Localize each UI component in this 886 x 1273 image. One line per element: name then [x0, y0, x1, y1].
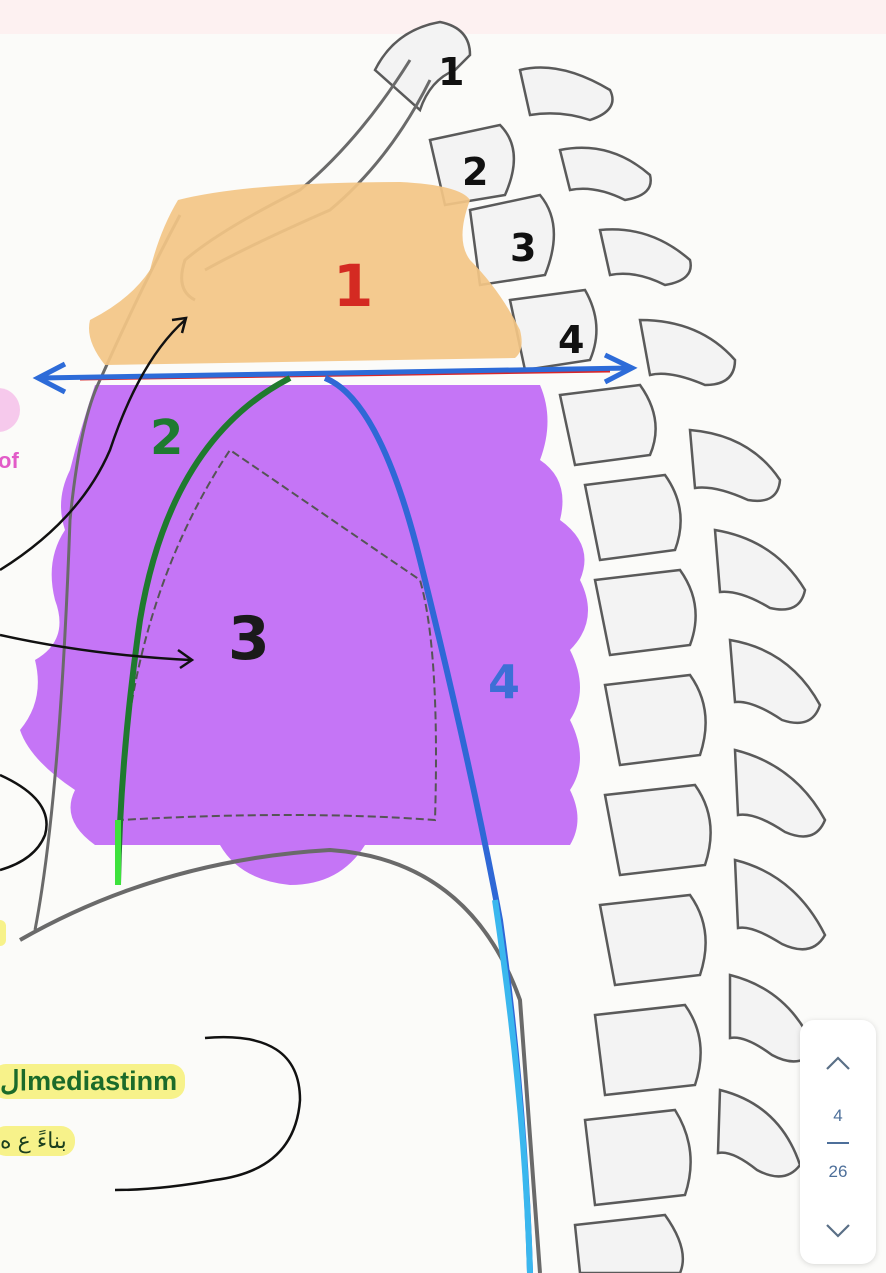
note-line-2: بناءً ع ه	[0, 1126, 75, 1156]
page-navigator: 4 26	[800, 1020, 876, 1264]
previous-page-button[interactable]	[800, 1038, 876, 1088]
pink-marker	[0, 388, 20, 432]
diaphragm	[20, 850, 540, 1273]
vertebra-label-1: 1	[438, 50, 464, 94]
vertebra-label-3: 3	[510, 226, 536, 270]
vertebra-label-4: 4	[558, 318, 584, 362]
superior-region	[89, 182, 522, 365]
current-page: 4	[800, 1106, 876, 1126]
region-label-middle: 3	[228, 604, 270, 674]
chevron-down-icon	[825, 1223, 851, 1239]
region-label-posterior: 4	[488, 655, 520, 709]
region-label-anterior: 2	[150, 410, 183, 466]
chevron-up-icon	[825, 1055, 851, 1071]
region-label-superior: 1	[333, 252, 373, 320]
partial-text-pink: of	[0, 448, 19, 474]
vertebra-label-2: 2	[462, 150, 488, 194]
page-divider	[827, 1142, 849, 1144]
note-mediastinum: الmediastinm	[0, 1064, 185, 1099]
total-pages: 26	[800, 1162, 876, 1182]
next-page-button[interactable]	[800, 1206, 876, 1256]
yellow-mark	[0, 920, 6, 946]
